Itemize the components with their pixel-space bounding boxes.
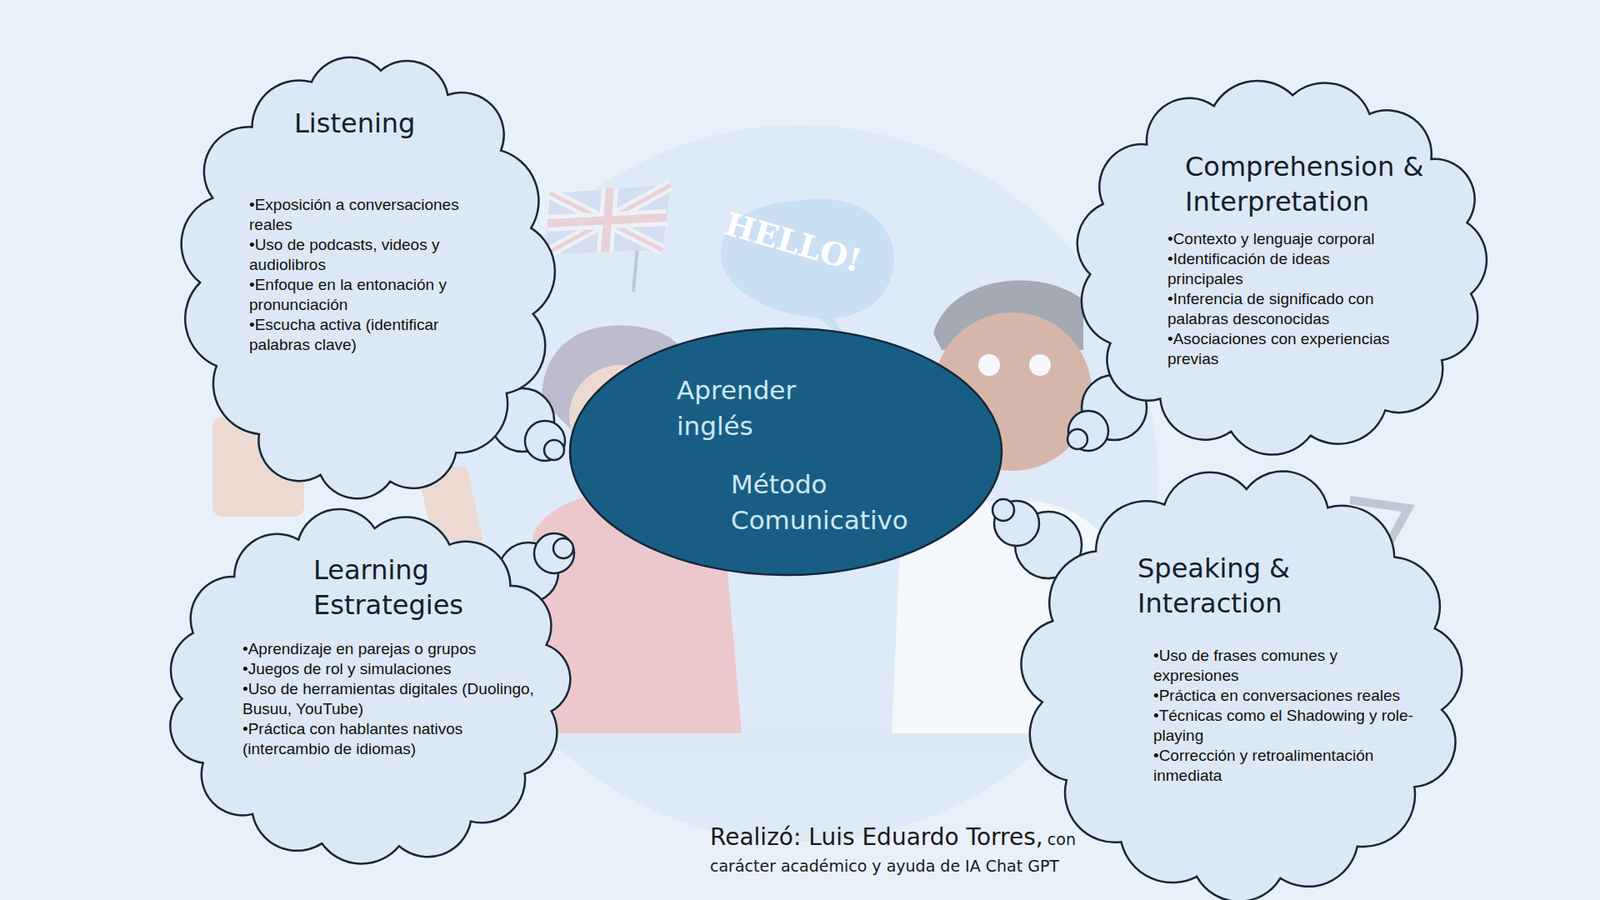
bullet-item: •Técnicas como el Shadowing y role-playi…: [1153, 705, 1420, 746]
thought-cloud: Comprehension & Interpretation •Contexto …: [1071, 76, 1492, 456]
cloud-heading: Speaking & Interaction: [1137, 551, 1413, 621]
author-name: Realizó: Luis Eduardo Torres,: [710, 823, 1044, 851]
bullet-item: •Juegos de rol y simulaciones: [242, 659, 553, 680]
center-title: Aprender inglés: [676, 372, 844, 445]
boy-eye: [1029, 354, 1051, 376]
bullet-item: •Identificación de ideas principales: [1167, 249, 1391, 290]
bullet-item: •Asociaciones con experiencias previas: [1167, 329, 1391, 370]
bullet-item: •Práctica con hablantes nativos (interca…: [242, 719, 553, 760]
thought-bubble: [534, 533, 575, 574]
bullet-item: •Uso de frases comunes y expresiones: [1153, 645, 1420, 686]
cloud-shape: [1023, 470, 1462, 900]
thought-bubble: [1067, 429, 1088, 450]
bullet-item: •Corrección y retroalimentación inmediat…: [1153, 745, 1420, 786]
boy-eye: [978, 354, 1000, 376]
bullet-item: •Uso de podcasts, videos y audiolibros: [249, 235, 491, 275]
thought-cloud: Learning Estrategies •Aprendizaje en pare…: [163, 510, 572, 867]
center-ellipse: Aprender inglésMétodo Comunicativo: [568, 326, 1004, 577]
cloud-outline: [1077, 80, 1487, 455]
bullet-item: •Exposición a conversaciones reales: [249, 195, 491, 235]
bullet-item: •Enfoque en la entonación y pronunciació…: [249, 275, 491, 315]
cloud-outline: [181, 57, 555, 499]
uk-flag: [545, 185, 671, 255]
ellipse-shape: [568, 326, 1004, 577]
cloud-outline: [1020, 470, 1462, 900]
thought-bubble: [525, 420, 565, 461]
bullet-item: •Inferencia de significado con palabras …: [1167, 289, 1391, 330]
bullet-item: •Contexto y lenguaje corporal: [1167, 229, 1391, 250]
bullet-item: •Escucha activa (identificar palabras cl…: [249, 315, 491, 355]
bullet-item: •Práctica en conversaciones reales: [1153, 685, 1420, 706]
thought-bubble: [553, 538, 574, 559]
thought-bubble: [544, 440, 565, 460]
cloud-heading: Learning Estrategies: [313, 553, 555, 623]
thought-bubble: [992, 499, 1015, 521]
thought-cloud: Listening •Exposición a conversaciones re…: [181, 51, 555, 502]
cloud-outline: [170, 509, 570, 865]
bullet-item: •Aprendizaje en parejas o grupos: [242, 639, 553, 660]
thought-cloud: Speaking & Interaction •Uso de frases com…: [1023, 470, 1462, 900]
cloud-heading: Listening: [294, 106, 538, 142]
cloud-heading: Comprehension & Interpretation: [1185, 150, 1460, 220]
ellipse-outline: [570, 328, 1002, 575]
author-note: Realizó: Luis Eduardo Torres, con caráct…: [710, 820, 1102, 878]
bullet-item: •Uso de herramientas digitales (Duolingo…: [242, 679, 553, 720]
center-title: Método Comunicativo: [730, 466, 931, 539]
thought-bubble: [1068, 410, 1109, 451]
